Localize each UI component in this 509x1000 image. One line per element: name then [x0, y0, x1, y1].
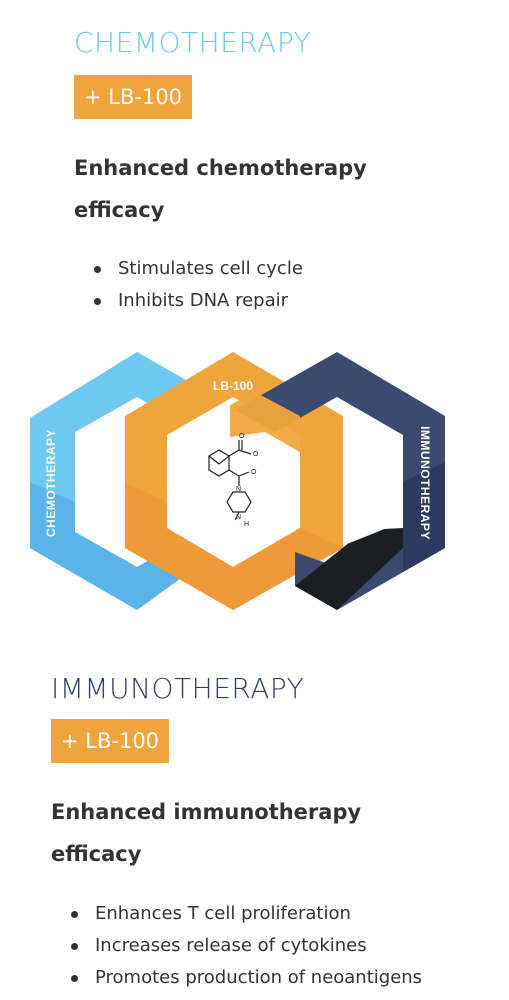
- atom-h: H: [244, 521, 249, 528]
- list-item: Increases release of cytokines: [51, 930, 422, 962]
- chemotherapy-section: CHEMOTHERAPY + LB-100 Enhanced chemother…: [0, 0, 509, 330]
- hex-label-lb100: LB-100: [213, 379, 253, 393]
- immuno-opening: [347, 422, 397, 544]
- list-item: Inhibits DNA repair: [74, 285, 303, 317]
- chemotherapy-subhead-line1: Enhanced chemotherapy: [74, 156, 367, 180]
- list-item: Promotes production of neoantigens: [51, 962, 422, 994]
- immunotherapy-subhead-line1: Enhanced immunotherapy: [51, 800, 362, 824]
- chemotherapy-lb100-badge: + LB-100: [74, 75, 193, 119]
- chemo-opening: [80, 414, 123, 534]
- lb100-hexagon: [125, 352, 343, 610]
- lb100-molecule-icon: [208, 440, 252, 521]
- chemotherapy-subhead: Enhanced chemotherapy efficacy: [74, 147, 367, 231]
- atom-o1: O: [239, 433, 245, 440]
- list-item: Enhances T cell proliferation: [51, 898, 422, 930]
- atom-n2: N: [236, 514, 241, 521]
- overlap-band: [230, 392, 300, 452]
- list-item: Stimulates cell cycle: [74, 253, 303, 285]
- hex-label-chemotherapy: CHEMOTHERAPY: [44, 429, 58, 537]
- immunotherapy-subhead: Enhanced immunotherapy efficacy: [51, 791, 361, 875]
- atom-o3: O: [251, 469, 257, 476]
- chemotherapy-title: CHEMOTHERAPY: [74, 26, 312, 59]
- atom-o2: O: [253, 451, 259, 458]
- chemotherapy-bullet-list: Stimulates cell cycle Inhibits DNA repai…: [74, 253, 303, 317]
- immunotherapy-subhead-line2: efficacy: [51, 842, 142, 866]
- immunotherapy-section: IMMUNOTHERAPY + LB-100 Enhanced immunoth…: [0, 660, 509, 1000]
- immunotherapy-bullet-list: Enhances T cell proliferation Increases …: [51, 898, 422, 994]
- hex-label-immunotherapy: IMMUNOTHERAPY: [418, 426, 432, 540]
- interlocking-hexagons-graphic: CHEMOTHERAPY LB-100 IMMUNOTHERAPY O O O …: [30, 352, 445, 610]
- immunotherapy-title: IMMUNOTHERAPY: [51, 672, 305, 705]
- atom-n1: N: [236, 486, 241, 493]
- immunotherapy-lb100-badge: + LB-100: [51, 719, 170, 763]
- chemotherapy-subhead-line2: efficacy: [74, 198, 165, 222]
